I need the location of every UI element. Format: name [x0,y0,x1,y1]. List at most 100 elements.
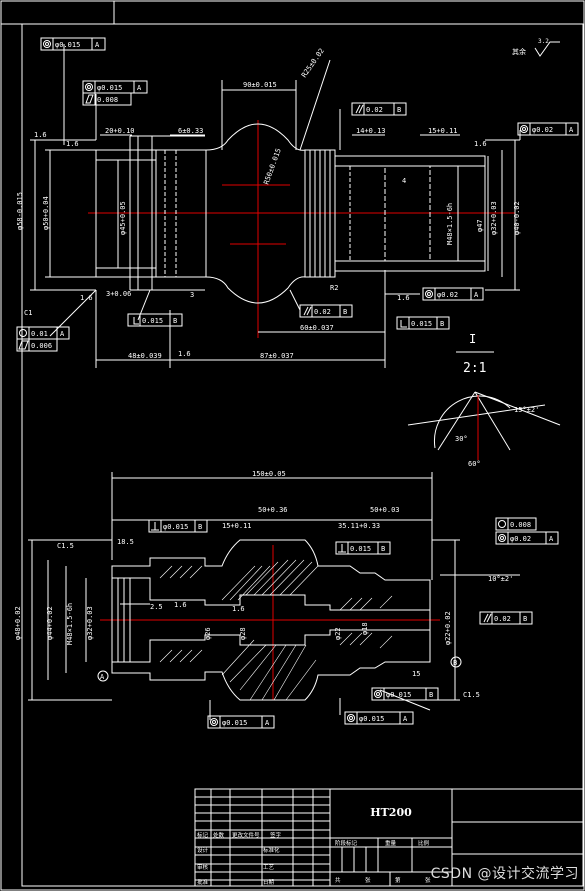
dim-c15-left: C1.5 [57,542,74,550]
dim-dia26: φ26 [204,627,212,640]
svg-text:0.02: 0.02 [314,308,331,316]
svg-text:0.008: 0.008 [97,96,118,104]
svg-text:φ0.015: φ0.015 [163,523,188,531]
svg-text:0.006: 0.006 [31,342,52,350]
dim-15b: 15 [412,670,420,678]
dim-r2: R2 [330,284,338,292]
dim-dia47: φ47 [476,219,484,232]
dim-50-right: 50+0.03 [370,506,400,514]
svg-text:2:1: 2:1 [463,361,486,376]
dim-87: 87±0.037 [260,352,294,360]
svg-text:A: A [569,126,574,134]
svg-text:φ0.015: φ0.015 [359,715,384,723]
dim-c1: C1 [24,309,32,317]
svg-text:B: B [453,659,457,667]
dim-dia28: φ28 [239,627,247,640]
dim-60: 60±0.037 [300,324,334,332]
dim-dia58: φ58-0.015 [16,192,24,230]
fcf-upper: φ0.015 A φ0.015 A 0.008 0.02 B φ0.02 A 0… [16,37,579,352]
rough-lower-b: 1.6 [232,605,245,613]
rough-f: 1.6 [397,294,410,302]
svg-text:30°: 30° [455,435,468,443]
svg-text:其余: 其余 [512,47,526,56]
tb-sheets: 张 [365,876,371,884]
tb-design: 设计 [197,846,209,854]
svg-text:3.2: 3.2 [538,38,549,45]
svg-text:60°: 60° [468,460,481,468]
dim-3-left: 3+0.06 [106,290,131,298]
dim-6: 6±0.33 [178,127,203,135]
svg-text:0.008: 0.008 [510,521,531,529]
dim-4: 4 [402,177,406,185]
dim-angle: 10°±2' [488,575,513,583]
svg-text:B: B [173,317,177,325]
svg-text:0.02: 0.02 [366,106,383,114]
tb-change: 更改文件号 [232,831,260,839]
svg-text:A: A [60,330,65,338]
svg-text:A: A [265,719,270,727]
dim-c15-right: C1.5 [463,691,480,699]
svg-text:φ0.015: φ0.015 [55,41,80,49]
dim-dia22-tol: φ22+0.02 [444,611,452,645]
dim-dia44: φ44+0.02 [46,606,54,640]
lower-view [28,472,520,720]
material-label: HT200 [370,806,412,819]
tb-weight: 重量 [385,839,397,847]
dim-20: 20+0.10 [105,127,135,135]
svg-text:B: B [523,615,527,623]
fcf-lower: φ0.015 B 0.015 B 0.008 φ0.02 A 0.02 B φ0… [148,517,559,729]
dim-15: 15+0.11 [428,127,458,135]
svg-text:0.01: 0.01 [31,330,48,338]
svg-text:B: B [440,320,444,328]
dim-outer: φ48+0.02 [14,606,22,640]
svg-text:I: I [469,332,476,346]
svg-text:φ0.02: φ0.02 [532,126,553,134]
tb-scale: 比例 [418,839,430,847]
svg-text:φ0.015: φ0.015 [97,84,122,92]
dim-90: 90±0.015 [243,81,277,89]
svg-text:φ0.015: φ0.015 [222,719,247,727]
dim-m48: M48×1.5-6h [446,203,454,245]
svg-text:B: B [397,106,401,114]
dim-50-left: 50+0.36 [258,506,288,514]
tb-stage: 阶段标记 [335,839,358,847]
svg-text:0.02: 0.02 [494,615,511,623]
watermark: CSDN @设计交流学习 [430,866,579,882]
dim-m48-lower: M48×1.5-6h [66,603,74,645]
svg-text:B: B [429,691,433,699]
dim-35: 35.11+0.33 [338,522,380,530]
svg-text:A: A [474,291,479,299]
tb-sheet: 张 [425,876,431,884]
svg-text:A: A [95,41,100,49]
svg-text:B: B [343,308,347,316]
dim-dia22: φ22 [334,627,342,640]
tb-process: 工艺 [263,864,275,871]
svg-text:φ0.02: φ0.02 [510,535,531,543]
dim-dia40: φ40-0.02 [513,201,521,235]
frame-border [21,23,584,887]
datum-markers: A B [97,656,462,682]
title-block [194,788,584,887]
dim-dia18: φ18 [361,622,369,635]
rough-lower-a: 1.6 [174,601,187,609]
tb-total: 共 [335,876,341,884]
dim-dia45: φ45+0.05 [119,201,127,235]
detail-view: I 2:1 15°±2' 30° 60° [407,332,561,468]
dim-18-5: 18.5 [117,538,134,546]
svg-text:A: A [403,715,408,723]
tb-approve: 批准 [197,878,209,886]
tb-review: 审核 [197,863,209,871]
dim-r50: R50±0.015 [262,147,282,185]
dim-r25: R25±0.02 [300,47,326,79]
general-roughness-symbol: 其余 3.2 [512,38,560,57]
rough-b: 1.6 [66,140,79,148]
dim-48: 48±0.039 [128,352,162,360]
dim-15-lower: 15+0.11 [222,522,252,530]
tb-no: 第 [395,876,401,884]
tb-mark: 标记 [197,831,209,839]
tb-sign: 签字 [270,831,282,839]
dim-150: 150±0.05 [252,470,286,478]
tb-date: 日期 [263,879,275,886]
svg-text:B: B [381,545,385,553]
